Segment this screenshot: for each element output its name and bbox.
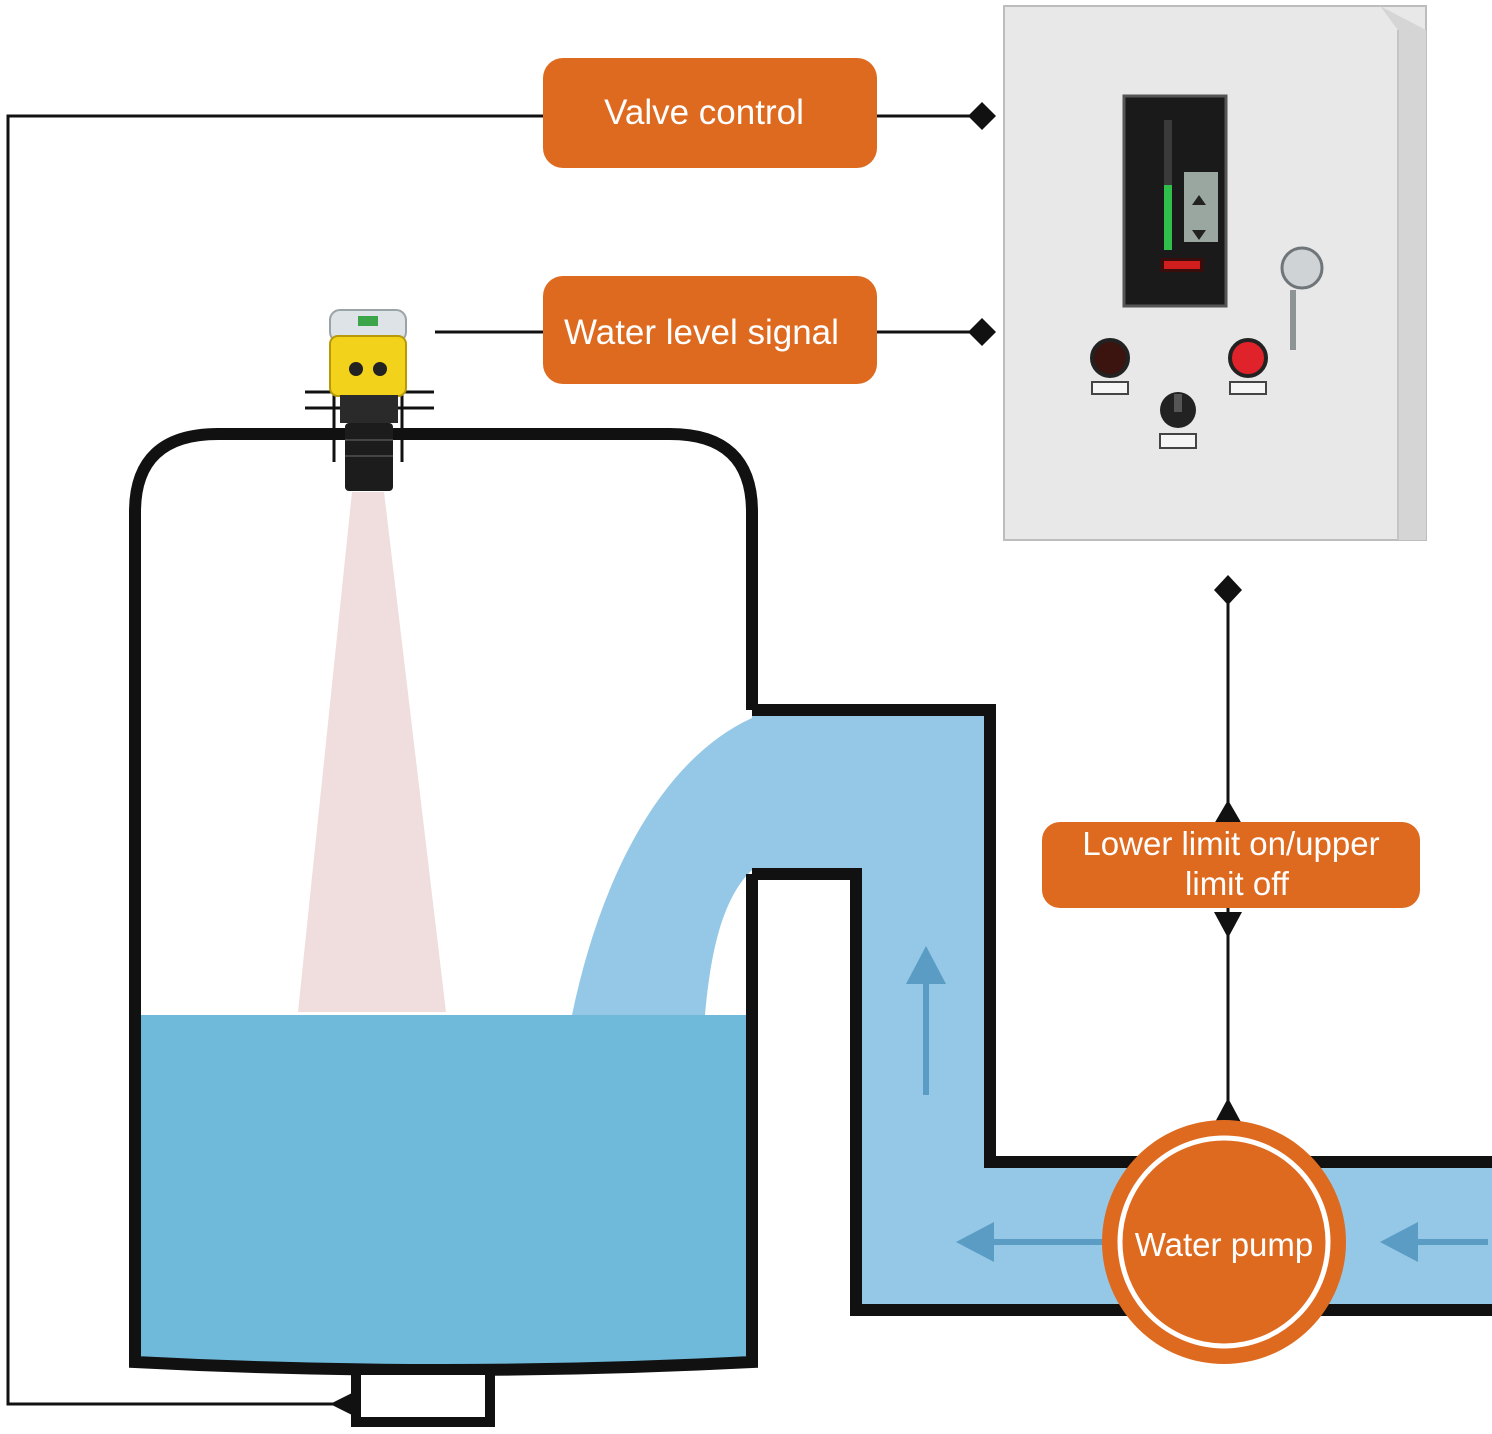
flow-arrows	[906, 946, 1488, 1262]
water-level-signal-text: Water level signal	[564, 313, 839, 352]
limit-text-line2: limit off	[1185, 865, 1290, 902]
pipe-inlet-curve	[572, 718, 752, 1015]
water-pump-text: Water pump	[1135, 1226, 1314, 1263]
water-level-signal-label: Water level signal	[543, 276, 877, 384]
drain-valve	[351, 1365, 495, 1427]
indicator-lamp-dark	[1090, 338, 1130, 378]
diamond-connector-icon	[968, 318, 996, 346]
diamond-connector-icon	[1214, 575, 1242, 605]
up-arrow-icon	[906, 946, 946, 1095]
limit-text-line1: Lower limit on/upper	[1082, 825, 1379, 862]
key-lock-icon	[1280, 246, 1324, 290]
valve-control-label: Valve control	[543, 58, 877, 168]
limit-label: Lower limit on/upper limit off	[1042, 822, 1420, 908]
left-arrow-icon	[1380, 1222, 1488, 1262]
valve-control-text: Valve control	[604, 93, 804, 132]
tank	[129, 428, 758, 1427]
diamond-connector-icon	[968, 102, 996, 130]
tank-water	[135, 1015, 752, 1370]
pump-icon: Water pump	[1102, 1120, 1346, 1364]
triangle-connector-icon	[1214, 800, 1242, 824]
pipe	[572, 704, 1492, 1316]
ultrasonic-level-sensor-icon	[305, 309, 434, 491]
pipe-body	[752, 710, 1492, 1310]
wire-connectors	[330, 102, 1242, 1416]
triangle-connector-icon	[1214, 912, 1242, 938]
left-arrow-icon	[956, 1222, 1104, 1262]
control-cabinet-icon	[1003, 5, 1427, 541]
indicator-lamp-red	[1228, 338, 1268, 378]
triangle-connector-icon	[1214, 1098, 1242, 1124]
tank-outline	[129, 428, 758, 1376]
arrowhead-icon	[330, 1392, 354, 1416]
sensor-beam	[298, 492, 446, 1012]
valve-control-wire	[6, 114, 545, 1406]
